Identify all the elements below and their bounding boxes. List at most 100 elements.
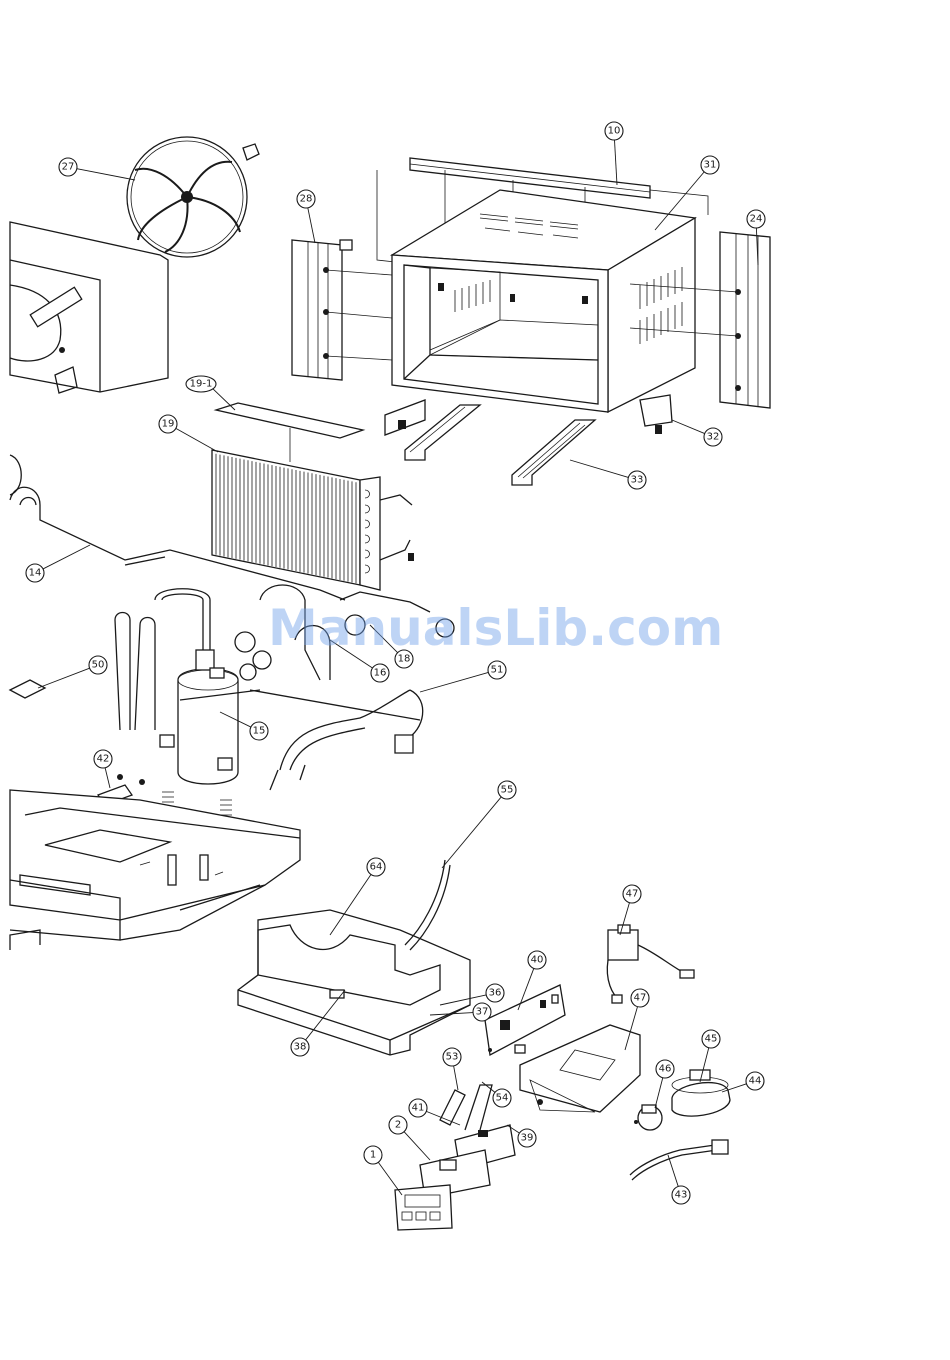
callout-leader-1 <box>378 1162 402 1195</box>
callout-15: 15 <box>250 722 268 740</box>
callout-53: 53 <box>443 1048 461 1066</box>
callout-leader-14 <box>43 545 90 569</box>
pad <box>10 680 45 698</box>
heat-exchanger-coil <box>212 450 430 612</box>
callout-46: 46 <box>656 1060 674 1078</box>
callout-31: 31 <box>701 156 719 174</box>
callout-leader-53 <box>454 1066 458 1090</box>
callout-number: 27 <box>62 162 75 173</box>
callout-28: 28 <box>297 190 315 208</box>
callout-number: 40 <box>531 955 544 966</box>
callout-leader-27 <box>77 169 135 180</box>
callout-55: 55 <box>498 781 516 799</box>
callout-2: 2 <box>389 1116 407 1134</box>
callout-number: 24 <box>750 214 763 225</box>
callout-40: 40 <box>528 951 546 969</box>
callout-number: 19 <box>162 419 175 430</box>
callout-leader-28 <box>308 208 315 243</box>
callout-leader-42 <box>105 768 110 788</box>
callout-leader-46 <box>655 1078 663 1108</box>
callout-44: 44 <box>746 1072 764 1090</box>
callout-36: 36 <box>486 984 504 1002</box>
callout-number: 47 <box>634 993 647 1004</box>
callout-leader-10 <box>614 140 617 185</box>
callout-leader-33 <box>570 460 628 477</box>
callout-38: 38 <box>291 1038 309 1056</box>
callout-number: 2 <box>395 1120 401 1131</box>
callout-number: 45 <box>705 1034 718 1045</box>
left-side-curtain <box>292 240 392 380</box>
callout-leader-43 <box>668 1155 678 1186</box>
wiring-harness <box>250 690 423 790</box>
callout-39: 39 <box>518 1129 536 1147</box>
base-pan <box>10 790 300 950</box>
callout-number: 51 <box>491 665 504 676</box>
callout-19: 19 <box>159 415 177 433</box>
callout-42: 42 <box>94 750 112 768</box>
callout-number: 36 <box>489 988 502 999</box>
watermark-text: ManualsLib.com <box>268 599 723 657</box>
power-cord <box>630 1140 728 1180</box>
callout-37: 37 <box>473 1003 491 1021</box>
callout-number: 38 <box>294 1042 307 1053</box>
callout-number: 31 <box>704 160 717 171</box>
callout-leader-54 <box>482 1082 495 1092</box>
callout-leader-55 <box>442 797 501 868</box>
callout-24: 24 <box>747 210 765 228</box>
callout-number: 42 <box>97 754 110 765</box>
control-box-base <box>238 860 470 1055</box>
fan-blade <box>127 137 259 257</box>
callout-leader-2 <box>404 1132 430 1160</box>
callout-27: 27 <box>59 158 77 176</box>
callout-number: 64 <box>370 862 383 873</box>
callout-47: 47 <box>631 989 649 1007</box>
callout-32: 32 <box>704 428 722 446</box>
callout-number: 41 <box>412 1103 425 1114</box>
callout-number: 55 <box>501 785 514 796</box>
callout-43: 43 <box>672 1186 690 1204</box>
callout-leader-19 <box>176 428 218 452</box>
control-box-bracket <box>520 1025 640 1112</box>
callout-number: 46 <box>659 1064 672 1075</box>
callout-number: 44 <box>749 1076 762 1087</box>
callout-number: 14 <box>29 568 42 579</box>
callout-leader-32 <box>672 420 705 434</box>
callout-41: 41 <box>409 1099 427 1117</box>
transformer <box>607 925 694 1003</box>
blower-housing <box>10 222 168 393</box>
callout-number: 39 <box>521 1133 534 1144</box>
callout-leader-51 <box>420 672 488 692</box>
callout-number: 43 <box>675 1190 688 1201</box>
keypad <box>395 1185 452 1230</box>
evaporator-top-plate <box>216 403 363 462</box>
callout-51: 51 <box>488 661 506 679</box>
callout-19-1: 19-1 <box>186 376 216 392</box>
support-rails <box>405 405 595 485</box>
callout-64: 64 <box>367 858 385 876</box>
callout-54: 54 <box>493 1089 511 1107</box>
callout-1: 1 <box>364 1146 382 1164</box>
callout-number: 19-1 <box>190 379 213 390</box>
callout-number: 32 <box>707 432 720 443</box>
callout-14: 14 <box>26 564 44 582</box>
callout-10: 10 <box>605 122 623 140</box>
callout-47: 47 <box>623 885 641 903</box>
callout-leader-50 <box>38 668 90 688</box>
callout-number: 28 <box>300 194 313 205</box>
callout-number: 47 <box>626 889 639 900</box>
callout-number: 1 <box>370 1150 376 1161</box>
callout-number: 10 <box>608 126 621 137</box>
callout-number: 15 <box>253 726 266 737</box>
callout-50: 50 <box>89 656 107 674</box>
callout-33: 33 <box>628 471 646 489</box>
callout-number: 50 <box>92 660 105 671</box>
callout-45: 45 <box>702 1030 720 1048</box>
capacitor-clamp <box>634 1105 662 1130</box>
callout-number: 33 <box>631 475 644 486</box>
callout-number: 54 <box>496 1093 509 1104</box>
callout-number: 37 <box>476 1007 489 1018</box>
callout-number: 53 <box>446 1052 459 1063</box>
callout-number: 16 <box>374 668 387 679</box>
